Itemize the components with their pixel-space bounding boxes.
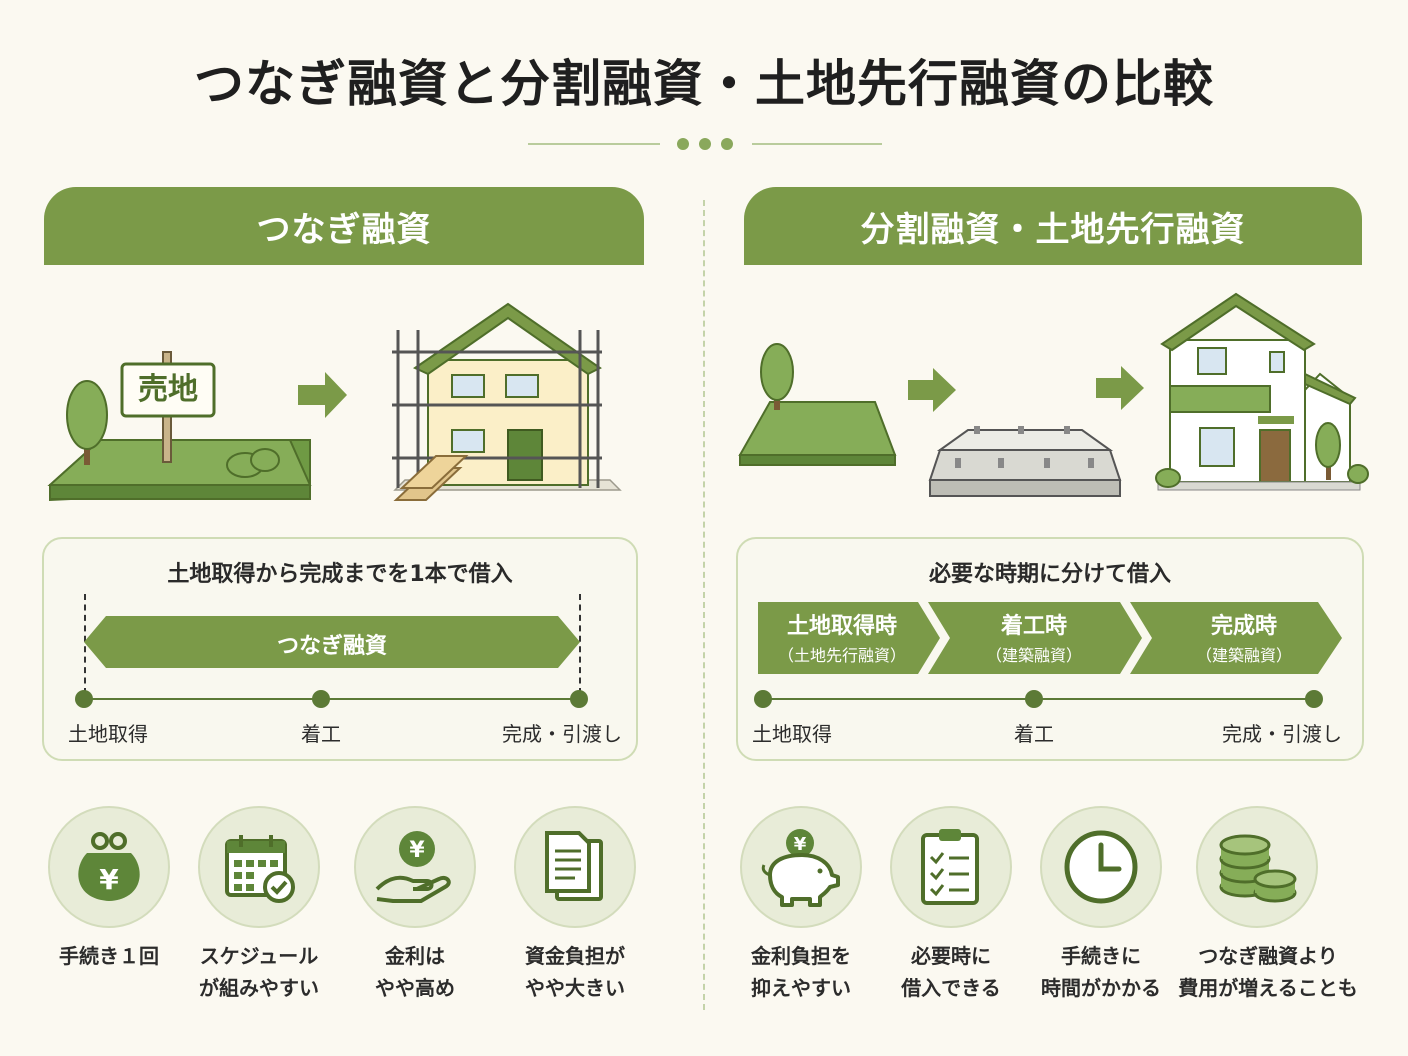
svg-text:¥: ¥ [794, 834, 807, 855]
feature-label: 手続きに 時間がかかる [1041, 944, 1161, 1000]
stage-label: 着工時 [1000, 614, 1067, 639]
clock-icon [1040, 806, 1162, 928]
title-divider-left [528, 143, 660, 145]
bush-icon [226, 448, 280, 478]
arrow-right-icon [908, 368, 956, 412]
coins-icon [1196, 806, 1318, 928]
stage-land: 土地取得時 （土地先行融資） [758, 612, 926, 666]
stage-label: 土地取得時 [786, 614, 897, 639]
title-divider-dot [721, 138, 733, 150]
loan-span-arrow [84, 616, 580, 668]
svg-text:¥: ¥ [99, 863, 119, 896]
wallet-yen-icon: ¥ [48, 806, 170, 928]
left-panel-header: つなぎ融資 [44, 187, 644, 265]
for-sale-sign-icon [120, 351, 216, 463]
timeline-label-land: 土地取得 [68, 722, 148, 746]
timeline-label-start: 着工 [1014, 722, 1054, 746]
timeline-dot [312, 690, 330, 708]
stage-label: 完成時 [1210, 614, 1277, 639]
left-box-title: 土地取得から完成までを1本で借入 [167, 562, 513, 587]
right-box-title: 必要な時期に分けて借入 [928, 562, 1171, 587]
timeline-dot [754, 690, 772, 708]
timeline-dot [570, 690, 588, 708]
tree-icon [760, 343, 794, 410]
feature-label: 手続き１回 [59, 944, 159, 968]
svg-text:¥: ¥ [409, 838, 425, 863]
stage-sub: （土地先行融資） [777, 646, 906, 665]
stage-start: 着工時 （建築融資） [950, 612, 1118, 666]
for-sale-sign-text: 売地 [138, 372, 198, 407]
stage-arrow-complete [1130, 602, 1342, 674]
title-divider-dot [677, 138, 689, 150]
timeline-dot [75, 690, 93, 708]
documents-icon [514, 806, 636, 928]
stage-arrow-land [758, 602, 940, 674]
stage-arrows [758, 602, 1342, 674]
right-panel-header: 分割融資・土地先行融資 [744, 187, 1362, 265]
house-under-construction-icon [392, 302, 622, 501]
page-title: つなぎ融資と分割融資・土地先行融資の比較 [194, 55, 1214, 113]
hand-yen-icon: ¥ [354, 806, 476, 928]
piggy-bank-icon: ¥ [740, 806, 862, 928]
stage-complete: 完成時 （建築融資） [1156, 612, 1332, 666]
feature-label: つなぎ融資より 費用が増えることも [1178, 944, 1358, 1000]
timeline-line [84, 698, 580, 700]
left-illustration [47, 302, 622, 502]
feature-label: 資金負担が やや大きい [525, 944, 625, 1000]
stage-sub: （建築融資） [1195, 646, 1292, 665]
checklist-icon [890, 806, 1012, 928]
land-lot-icon [738, 401, 897, 466]
foundation-icon [928, 426, 1122, 497]
feature-label: 必要時に 借入できる [901, 944, 1001, 1000]
completed-house-icon [1155, 292, 1369, 491]
timeline-dot [1305, 690, 1323, 708]
center-separator [703, 200, 705, 1010]
title-divider-right [752, 143, 882, 145]
feature-label: 金利負担を 抑えやすい [751, 944, 851, 1000]
right-illustration [738, 292, 1369, 497]
timeline-marker [84, 594, 86, 694]
timeline-label-start: 着工 [301, 722, 341, 746]
timeline-label-land: 土地取得 [752, 722, 832, 746]
tree-icon [66, 380, 108, 465]
stage-sub: （建築融資） [985, 646, 1082, 665]
stage-arrow-start [928, 602, 1142, 674]
feature-label: 金利は やや高め [375, 944, 455, 1000]
timeline-marker [579, 594, 581, 694]
arrow-right-icon [298, 372, 347, 418]
timeline-label-complete: 完成・引渡し [502, 722, 622, 746]
arrow-right-icon [1096, 366, 1144, 410]
timeline-label-complete: 完成・引渡し [1222, 722, 1342, 746]
calendar-check-icon [198, 806, 320, 928]
timeline-dot [1025, 690, 1043, 708]
feature-label: スケジュール が組みやすい [199, 944, 319, 1000]
loan-span-label: つなぎ融資 [276, 634, 387, 659]
title-divider-dot [699, 138, 711, 150]
